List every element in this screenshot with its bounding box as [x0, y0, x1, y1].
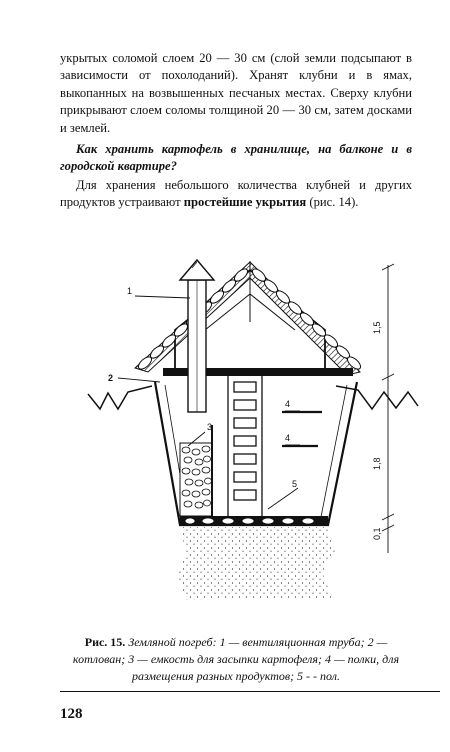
ground-left: [87, 385, 153, 411]
dimension-0-1: 0,1: [372, 527, 382, 540]
figure-caption: Рис. 15. Земляной погреб: 1 — вентиляцио…: [60, 634, 412, 685]
dimension-1-5: 1,5: [372, 321, 382, 334]
p3-bold-term: простейшие укрытия: [183, 195, 307, 210]
callout-4b: 4: [285, 433, 290, 443]
page-number: 128: [60, 706, 83, 722]
shelves: [282, 410, 322, 448]
callout-2: 2: [108, 373, 113, 383]
ground-right: [335, 385, 419, 411]
callout-leaders: [117, 295, 300, 510]
section-question-heading: Как хранить картофель в хранилище, на ба…: [60, 142, 412, 174]
callout-4a: 4: [285, 399, 290, 409]
ventilation-pipe: [178, 258, 216, 413]
p3-text-end: (рис. 14).: [306, 195, 359, 210]
paragraph-storage-intro: укрытых соломой слоем 20 — 30 см (слой з…: [60, 51, 412, 135]
page-rule: [60, 691, 440, 692]
caption-label: Рис. 15.: [84, 635, 126, 649]
dimension-line: [381, 263, 395, 553]
potato-bin: [179, 442, 213, 517]
p3-text-start: Для хранения небольшого количества клубн…: [60, 178, 412, 210]
floor-stones: [184, 517, 315, 525]
callout-5: 5: [292, 479, 297, 489]
dimension-1-8: 1,8: [372, 457, 382, 470]
caption-text: Земляной погреб: 1 — вентиляционная труб…: [72, 635, 400, 683]
callout-3: 3: [207, 422, 212, 432]
callout-1: 1: [127, 286, 132, 296]
paragraph-simple-shelters: Для хранения небольшого количества клубн…: [60, 177, 412, 212]
sand-base: [177, 527, 335, 600]
cellar-lid: [163, 368, 353, 376]
roof-tiles-right: [249, 260, 362, 376]
